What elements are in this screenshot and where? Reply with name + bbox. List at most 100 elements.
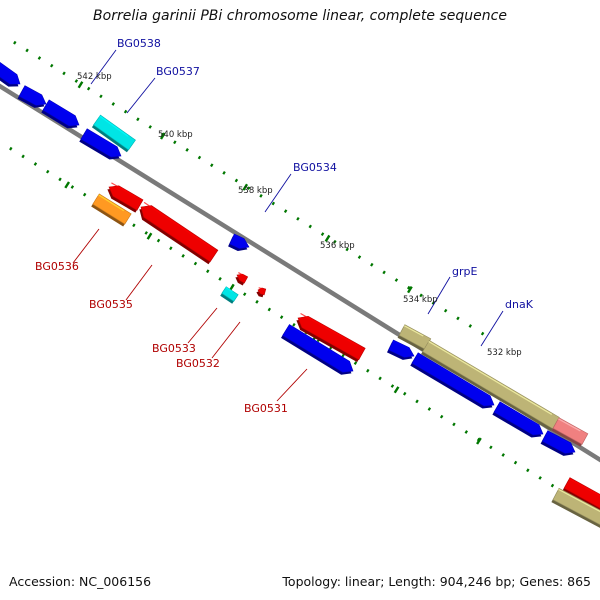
gene-block-bg0537[interactable] — [91, 114, 136, 153]
leader-line — [427, 276, 451, 315]
minor-tick — [390, 384, 395, 388]
major-tick — [407, 286, 413, 294]
accession-text: Accession: NC_006156 — [9, 574, 152, 589]
minor-tick — [70, 185, 75, 189]
gene-block-forward[interactable] — [410, 352, 495, 409]
gene-block-reverse-body — [563, 477, 600, 509]
gene-block-forward[interactable] — [540, 430, 576, 456]
gene-block-forward[interactable] — [0, 59, 21, 87]
gene-block-forward[interactable] — [492, 401, 544, 438]
gene-block-grpe-highlight — [403, 325, 424, 337]
minor-tick — [99, 94, 103, 99]
minor-tick — [480, 331, 485, 336]
gene-block-bg0533[interactable] — [235, 272, 249, 286]
minor-tick — [185, 148, 189, 152]
gene-block-bg0532[interactable] — [256, 287, 267, 298]
gene-block-forward-body — [282, 324, 354, 373]
minor-tick — [218, 277, 222, 281]
gene-block-pink-body — [552, 417, 589, 445]
gene-label[interactable]: BG0534 — [293, 161, 337, 174]
minor-tick — [452, 422, 456, 427]
gene-block-bg0534-body — [229, 233, 250, 249]
gene-block-reverse[interactable] — [562, 477, 600, 512]
minor-tick — [394, 278, 399, 282]
gene-block-bg0534[interactable] — [228, 233, 250, 251]
gene-block-forward[interactable] — [281, 324, 354, 375]
kbp-label: 534 kbp — [403, 295, 438, 305]
gene-label[interactable]: BG0533 — [152, 342, 196, 355]
gene-block-bg0531[interactable] — [296, 312, 366, 363]
gene-block-forward-highlight — [288, 325, 350, 363]
gene-block-bg0534-highlight — [233, 234, 244, 241]
gene-block-cyan[interactable] — [220, 286, 239, 304]
minor-tick — [292, 322, 296, 327]
minor-tick — [86, 86, 91, 91]
map-canvas — [0, 40, 600, 528]
gene-block-forward-highlight — [417, 353, 490, 398]
gene-label[interactable]: dnaK — [505, 298, 534, 311]
minor-tick — [45, 169, 50, 174]
minor-tick — [279, 315, 284, 320]
minor-tick — [431, 301, 436, 305]
minor-tick — [501, 453, 505, 457]
gene-block-bg0536[interactable] — [91, 193, 132, 227]
gene-label[interactable]: BG0535 — [89, 298, 133, 311]
gene-label[interactable]: grpE — [452, 265, 477, 278]
gene-label[interactable]: BG0531 — [244, 402, 288, 415]
gene-block-pink[interactable] — [551, 417, 589, 447]
leader-line — [480, 310, 504, 347]
gene-label[interactable]: BG0537 — [156, 65, 200, 78]
minor-tick — [255, 299, 259, 304]
gene-block-bg0533-highlight — [238, 272, 244, 276]
minor-tick — [246, 186, 251, 191]
gene-block-cyan-body — [221, 286, 239, 302]
gene-label[interactable]: BG0536 — [35, 260, 79, 273]
gene-block-reverse[interactable] — [107, 182, 144, 213]
gene-block-forward-body — [42, 99, 80, 127]
gene-block-forward-body — [411, 352, 495, 407]
gene-label[interactable]: BG0538 — [117, 37, 161, 50]
minor-tick — [526, 468, 530, 473]
major-tick — [324, 234, 331, 243]
major-tick — [242, 183, 249, 191]
leader-line — [72, 228, 100, 264]
gene-block-cyan-highlight — [225, 286, 233, 293]
minor-tick — [13, 40, 17, 45]
gene-block-pink-highlight — [558, 418, 581, 432]
gene-block-bg0535-highlight — [143, 201, 211, 248]
gene-block-forward-body — [80, 128, 122, 158]
leader-line — [211, 321, 241, 359]
minor-tick — [193, 261, 198, 266]
minor-tick — [283, 209, 288, 214]
gene-block-forward[interactable] — [17, 85, 47, 108]
minor-tick — [259, 193, 263, 198]
gene-block-forward[interactable] — [41, 99, 80, 129]
minor-tick — [25, 48, 29, 53]
kbp-label: 542 kbp — [77, 72, 112, 82]
gene-block-olive[interactable] — [551, 487, 600, 528]
minor-tick — [353, 361, 358, 365]
gene-block-bg0532-highlight — [258, 287, 263, 290]
minor-tick — [345, 247, 349, 252]
map-title: Borrelia garinii PBi chromosome linear, … — [93, 8, 507, 24]
gene-block-bg0531-highlight — [300, 312, 358, 347]
minor-tick — [333, 239, 337, 244]
gene-block-forward-highlight — [0, 63, 17, 76]
minor-tick — [443, 308, 448, 313]
minor-tick — [357, 255, 362, 259]
gene-block-forward[interactable] — [387, 339, 415, 360]
gene-block-forward[interactable] — [79, 128, 122, 160]
gene-block-forward-highlight — [392, 340, 409, 350]
minor-tick — [169, 246, 173, 251]
minor-tick — [456, 316, 460, 321]
minor-tick — [419, 293, 423, 298]
minor-tick — [489, 445, 493, 450]
gene-block-bg0535[interactable] — [139, 201, 219, 265]
minor-tick — [415, 399, 419, 404]
minor-tick — [156, 238, 161, 243]
gene-block-forward-body — [18, 85, 47, 106]
gene-block-forward-body — [493, 401, 544, 436]
gene-label[interactable]: BG0532 — [176, 357, 220, 370]
minor-tick — [37, 56, 42, 60]
